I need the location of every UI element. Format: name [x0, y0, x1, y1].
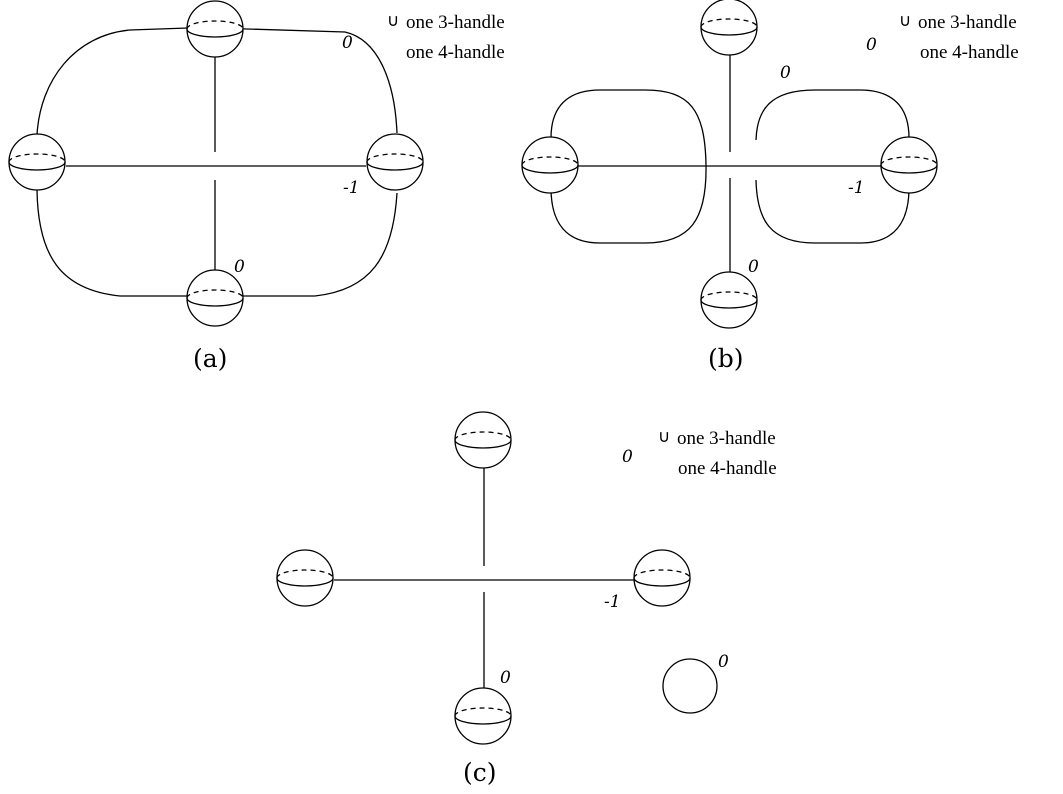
panel-c-framing-right: -1 [604, 592, 621, 612]
panel-a-ball-bottom [186, 269, 244, 327]
panel-b-ball-right [880, 136, 938, 194]
panel-a-handles-line1: one 3-handle [406, 12, 505, 33]
panel-a-framing-top: 0 [342, 33, 353, 53]
panel-c-ball-left [276, 549, 334, 607]
panel-c: 0 -1 0 0 ∪ one 3-handle one 4-handle (c) [276, 411, 777, 787]
panel-a-caption: (a) [193, 344, 227, 373]
panel-c-ball-top [454, 411, 512, 469]
panel-a-handles-line2: one 4-handle [406, 42, 505, 63]
panel-a-ball-top [186, 0, 244, 58]
panel-b-framing-bottom: 0 [748, 257, 759, 277]
panel-a-outer-curve [36, 27, 398, 297]
panel-b-framing-loop: 0 [866, 35, 877, 55]
panel-a-framing-right: -1 [343, 178, 360, 198]
panel-c-handles-line1: one 3-handle [677, 428, 776, 449]
panel-b-ball-bottom [700, 271, 758, 329]
panel-b-caption: (b) [708, 344, 744, 373]
panel-c-ball-right [633, 549, 691, 607]
panel-a-framing-bottom: 0 [234, 257, 245, 277]
panel-c-framing-top: 0 [622, 447, 633, 467]
panel-b-framing-top: 0 [780, 63, 791, 83]
panel-b-ball-top [700, 0, 758, 56]
panel-c-framing-bottom: 0 [500, 668, 511, 688]
panel-a-ball-left [8, 133, 66, 191]
panel-c-handles-line2: one 4-handle [678, 458, 777, 479]
panel-b: 0 0 -1 0 ∪ one 3-handle one 4-handle (b) [521, 0, 1019, 373]
panel-a-cup-symbol: ∪ [387, 11, 399, 31]
panel-a-ball-right [366, 133, 424, 191]
panel-b-framing-right: -1 [848, 178, 865, 198]
panel-c-unknot [662, 658, 718, 714]
panel-b-cup-symbol: ∪ [899, 11, 911, 31]
panel-b-handles-line1: one 3-handle [918, 12, 1017, 33]
panel-c-caption: (c) [463, 758, 497, 787]
panel-b-ball-left [521, 136, 579, 194]
panel-c-cup-symbol: ∪ [658, 427, 670, 447]
panel-c-framing-unknot: 0 [718, 652, 729, 672]
panel-a: 0 -1 0 ∪ one 3-handle one 4-handle (a) [8, 0, 505, 373]
panel-b-left-lobe [550, 89, 707, 244]
panel-c-ball-bottom [454, 687, 512, 745]
panel-b-handles-line2: one 4-handle [920, 42, 1019, 63]
panel-b-right-lobe [755, 89, 910, 244]
